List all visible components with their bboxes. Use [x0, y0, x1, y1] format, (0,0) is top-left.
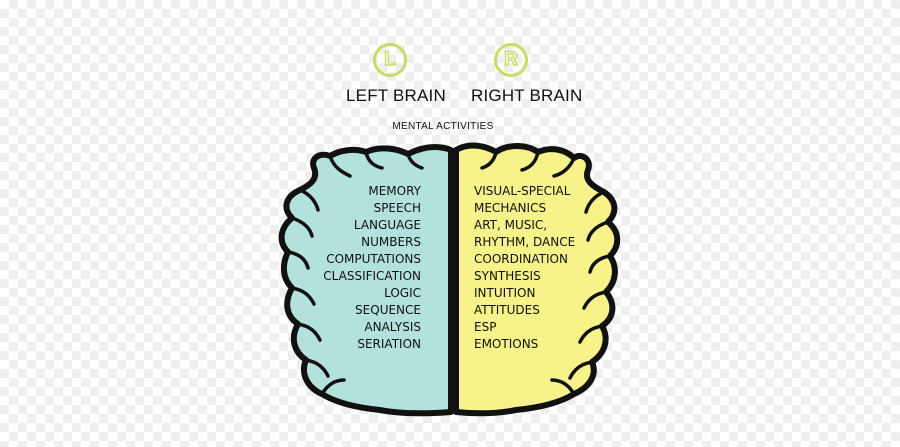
list-item: SYNTHESIS — [474, 269, 541, 284]
list-item: ANALYSIS — [364, 320, 421, 335]
list-item: COORDINATION — [474, 252, 568, 267]
list-item: NUMBERS — [361, 235, 421, 250]
list-item: SERIATION — [357, 337, 421, 352]
left-brain-badge-icon: L — [373, 43, 407, 77]
left-brain-activities: MEMORY SPEECH LANGUAGE NUMBERS COMPUTATI… — [323, 183, 421, 353]
list-item: SEQUENCE — [355, 303, 421, 318]
list-item: MECHANICS — [474, 201, 547, 216]
list-item: SPEECH — [373, 201, 421, 216]
mental-activities-subtitle: MENTAL ACTIVITIES — [392, 121, 494, 132]
list-item: RHYTHM, DANCE — [474, 235, 576, 250]
list-item: CLASSIFICATION — [323, 269, 421, 284]
list-item: VISUAL-SPECIAL — [474, 184, 571, 198]
list-item: COMPUTATIONS — [326, 252, 421, 267]
list-item: EMOTIONS — [474, 337, 539, 352]
brain-illustration — [278, 142, 621, 417]
list-item: ART, MUSIC, — [474, 218, 548, 233]
list-item: MEMORY — [368, 184, 421, 198]
list-item: LANGUAGE — [353, 218, 421, 233]
right-brain-badge-icon: R — [494, 43, 528, 77]
list-item: LOGIC — [384, 286, 421, 301]
left-badge-letter: L — [384, 48, 397, 70]
right-brain-activities: VISUAL-SPECIAL MECHANICS ART, MUSIC, RHY… — [474, 183, 575, 353]
left-brain-folds — [286, 150, 424, 396]
right-badge-letter: R — [503, 48, 518, 70]
right-brain-folds — [480, 150, 612, 396]
list-item: INTUITION — [474, 286, 536, 301]
list-item: ESP — [474, 320, 497, 335]
left-brain-heading: LEFT BRAIN — [346, 86, 446, 105]
right-brain-heading: RIGHT BRAIN — [471, 86, 583, 105]
list-item: ATTITUDES — [474, 303, 540, 318]
